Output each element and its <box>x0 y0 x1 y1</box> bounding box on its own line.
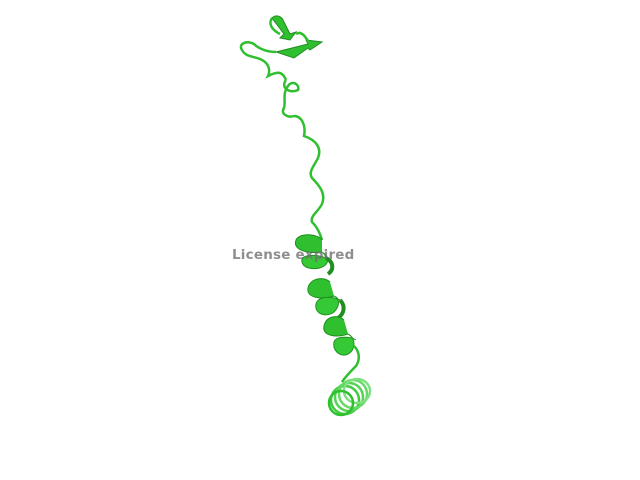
loop-top <box>239 17 312 81</box>
coil-region <box>293 114 325 241</box>
beta-strand-arrow-2 <box>274 39 324 59</box>
alpha-helix-terminal <box>327 377 372 417</box>
loop-knot <box>281 79 300 118</box>
beta-strand-arrow-1 <box>271 15 298 41</box>
license-watermark: License expired <box>232 247 355 263</box>
beta-sheet-region <box>239 15 324 118</box>
alpha-helix-main <box>294 234 357 356</box>
coil-link <box>340 345 360 383</box>
